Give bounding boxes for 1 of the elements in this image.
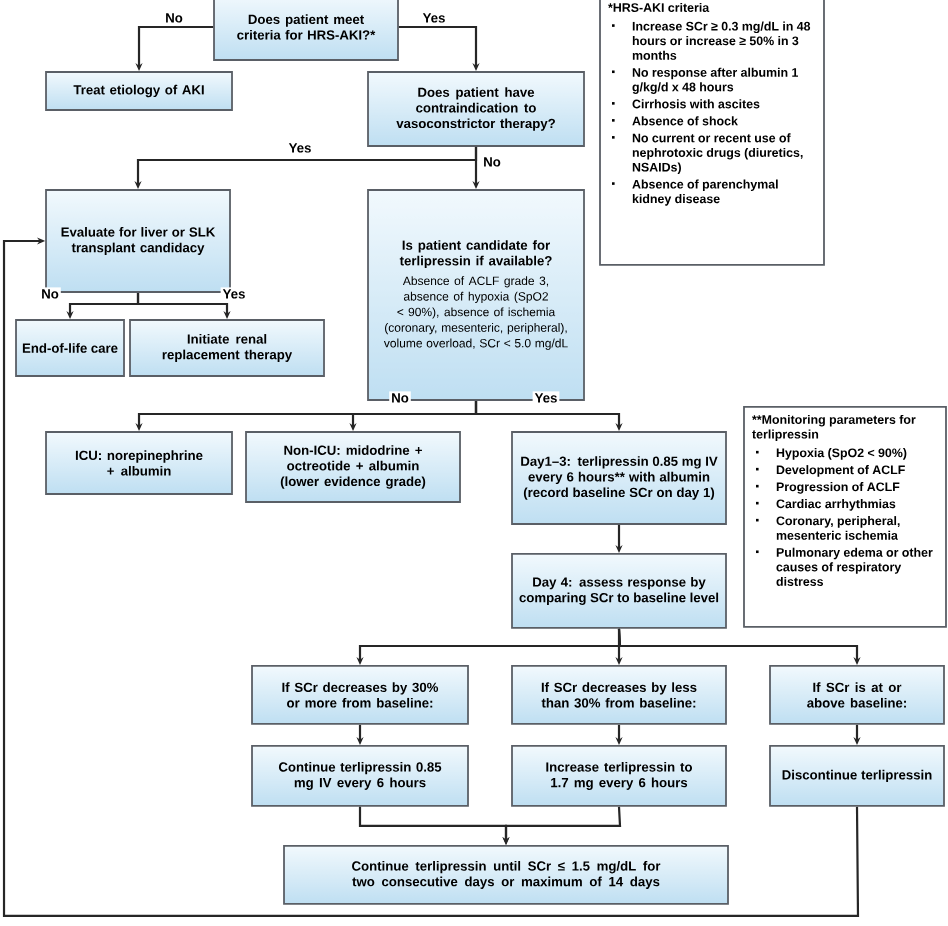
arrow — [2, 237, 860, 918]
